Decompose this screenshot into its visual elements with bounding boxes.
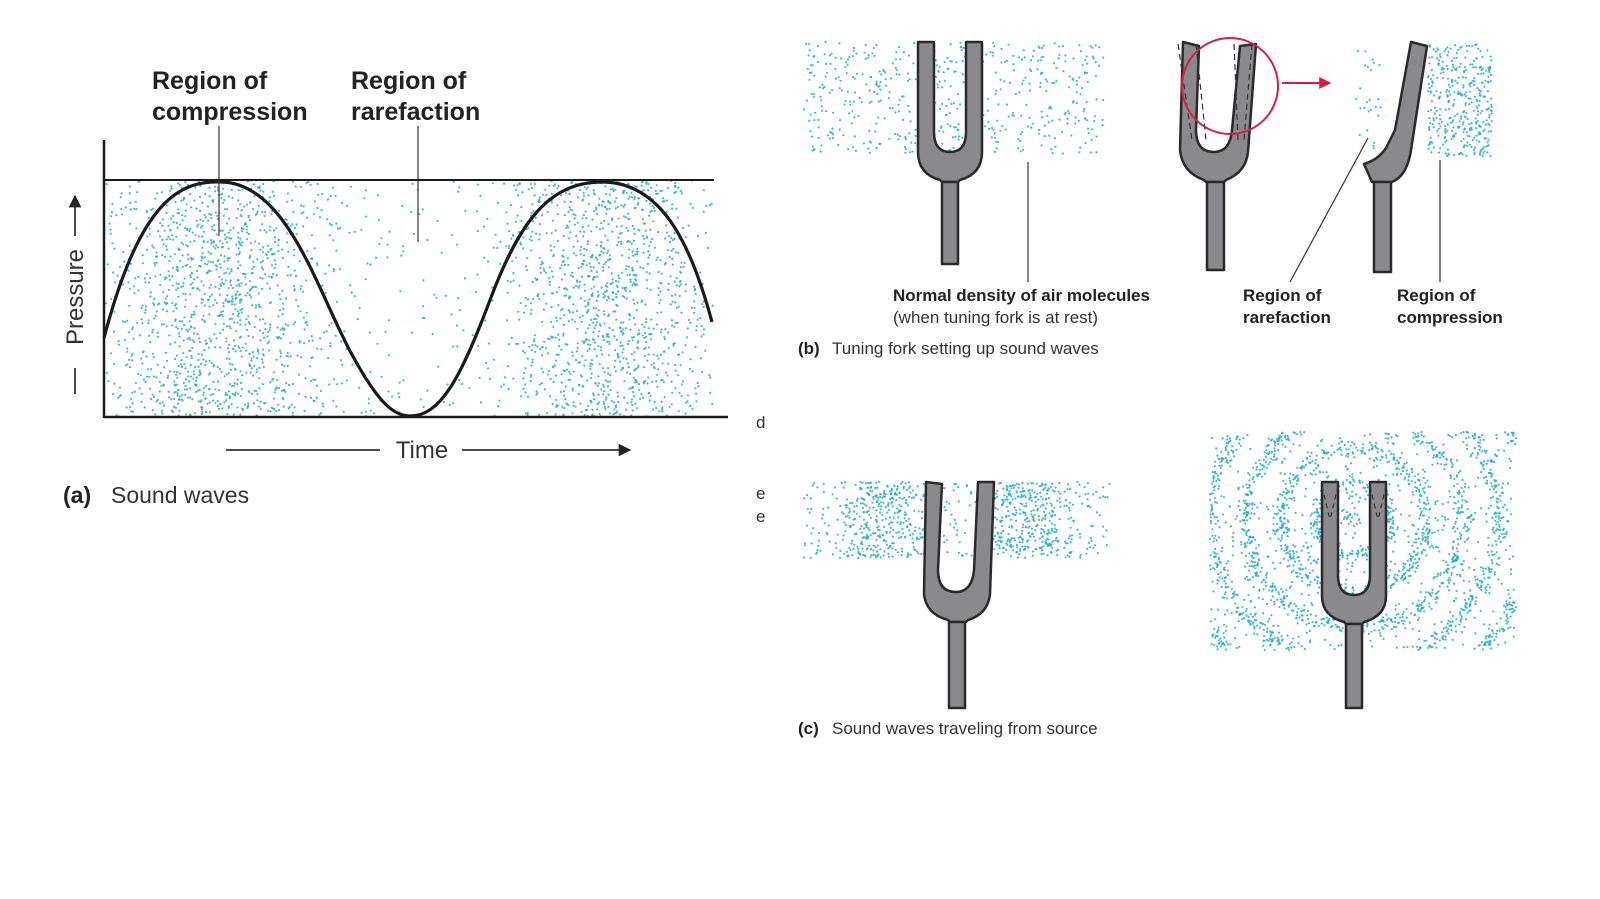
- panel-a-sound-waves: Region of compression Region of rarefact…: [62, 67, 728, 508]
- x-axis-label-group: Time: [226, 437, 632, 464]
- label-region-of-compression-b-line1: Region of: [1397, 286, 1476, 305]
- label-region-of-compression-b-line2: compression: [1397, 308, 1503, 327]
- magnifier-circle: [1181, 37, 1279, 135]
- panel-c-molecule-dots: [803, 430, 1517, 652]
- tuning-fork-vibrating: [1177, 40, 1258, 272]
- tuning-fork-traveling-right: [1320, 480, 1388, 710]
- caption-b-text: Tuning fork setting up sound waves: [832, 339, 1099, 358]
- label-region-of-rarefaction-b-line1: Region of: [1243, 286, 1322, 305]
- rarefaction-b-leader-line: [1289, 137, 1369, 283]
- caption-c-letter: (c): [798, 719, 819, 738]
- tuning-fork-at-rest: [916, 40, 984, 266]
- label-region-of-rarefaction-line1: Region of: [351, 67, 467, 95]
- caption-b-letter: (b): [798, 339, 820, 358]
- label-region-of-rarefaction-line2: rarefaction: [351, 98, 480, 126]
- caption-a-letter: (a): [63, 482, 91, 508]
- label-normal-density-line1: Normal density of air molecules: [893, 286, 1150, 305]
- y-axis-label-group: Pressure: [62, 194, 89, 394]
- fragment-text-e-2: e: [756, 507, 765, 526]
- x-axis-label: Time: [396, 437, 448, 464]
- fragment-text-d: d: [756, 413, 765, 432]
- panel-c-waves-traveling: (c) Sound waves traveling from source: [798, 430, 1517, 738]
- caption-a-text: Sound waves: [111, 482, 249, 508]
- panel-a-molecule-dots: [104, 180, 714, 417]
- y-axis-label: Pressure: [62, 249, 89, 345]
- vibration-dashed-outline-left: [1177, 43, 1207, 141]
- tuning-fork-traveling-left: [922, 480, 996, 710]
- caption-c-text: Sound waves traveling from source: [832, 719, 1098, 738]
- label-region-of-compression-line1: Region of: [152, 67, 268, 95]
- label-region-of-rarefaction-b-line2: rarefaction: [1243, 308, 1331, 327]
- vibration-dashed-outline-right: [1233, 43, 1253, 141]
- fragment-text-e-1: e: [756, 484, 765, 503]
- label-normal-density-line2: (when tuning fork is at rest): [893, 308, 1098, 327]
- label-region-of-compression-line2: compression: [152, 98, 308, 126]
- tuning-fork-magnified: [1362, 40, 1429, 274]
- pressure-wave-curve: [102, 180, 714, 418]
- panel-b-tuning-fork: Normal density of air molecules (when tu…: [798, 37, 1503, 358]
